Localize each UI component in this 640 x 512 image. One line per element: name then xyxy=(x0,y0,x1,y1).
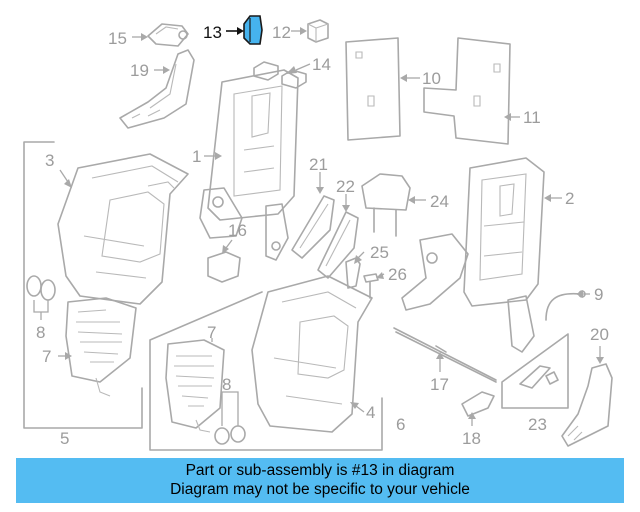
callout-4: 4 xyxy=(366,403,375,422)
part-11 xyxy=(423,37,511,145)
callout-16: 16 xyxy=(228,221,247,240)
caption-line-1: Part or sub-assembly is #13 in diagram xyxy=(185,462,455,479)
callout-18: 18 xyxy=(462,429,481,448)
caption-banner: Part or sub-assembly is #13 in diagram D… xyxy=(16,458,624,503)
callout-24: 24 xyxy=(430,192,449,211)
callout-8-left: 8 xyxy=(36,323,45,342)
part-23 xyxy=(501,333,569,409)
leader-lines xyxy=(33,27,604,426)
callout-25: 25 xyxy=(370,243,389,262)
callout-9: 9 xyxy=(594,285,603,304)
part-4 xyxy=(251,275,373,433)
callout-2: 2 xyxy=(565,189,574,208)
part-24 xyxy=(361,173,411,237)
callout-3: 3 xyxy=(45,151,54,170)
part-22 xyxy=(317,211,359,279)
part-8-center xyxy=(214,425,246,445)
callout-7-left: 7 xyxy=(42,347,51,366)
callout-17: 17 xyxy=(430,375,449,394)
callout-10: 10 xyxy=(422,69,441,88)
part-7-center xyxy=(165,339,225,433)
callout-19: 19 xyxy=(130,61,149,80)
part-19 xyxy=(119,49,195,129)
callout-20: 20 xyxy=(590,325,609,344)
part-1 xyxy=(199,69,299,261)
callout-12: 12 xyxy=(272,23,291,42)
part-20 xyxy=(561,363,613,447)
part-10 xyxy=(345,37,401,141)
callout-23: 23 xyxy=(528,415,547,434)
part-15 xyxy=(147,23,189,47)
callout-7-center: 7 xyxy=(207,323,216,342)
part-16 xyxy=(207,251,241,283)
part-6 xyxy=(149,291,383,451)
callout-5: 5 xyxy=(60,429,69,448)
part-26 xyxy=(363,273,379,299)
callout-21: 21 xyxy=(309,155,328,174)
callout-11: 11 xyxy=(523,108,541,127)
callout-15: 15 xyxy=(108,29,127,48)
callout-13: 13 xyxy=(203,23,222,42)
callout-labels: 13 12 15 19 14 10 11 1 3 2 21 22 24 16 2… xyxy=(36,23,609,448)
part-7-left xyxy=(65,297,137,397)
callout-22: 22 xyxy=(336,177,355,196)
callout-26: 26 xyxy=(388,265,407,284)
callout-6: 6 xyxy=(396,415,405,434)
part-12 xyxy=(307,19,329,43)
callout-14: 14 xyxy=(312,55,331,74)
part-3 xyxy=(57,153,189,305)
part-25 xyxy=(345,257,361,289)
part-2 xyxy=(401,157,545,353)
callout-1: 1 xyxy=(192,147,201,166)
part-21 xyxy=(291,195,335,259)
part-17 xyxy=(393,327,497,383)
part-5 xyxy=(23,141,143,429)
callout-8-center: 8 xyxy=(222,375,231,394)
caption-line-2: Diagram may not be specific to your vehi… xyxy=(170,481,470,498)
part-13-highlighted xyxy=(243,15,263,45)
part-8-left xyxy=(26,275,56,301)
part-18 xyxy=(461,391,495,417)
